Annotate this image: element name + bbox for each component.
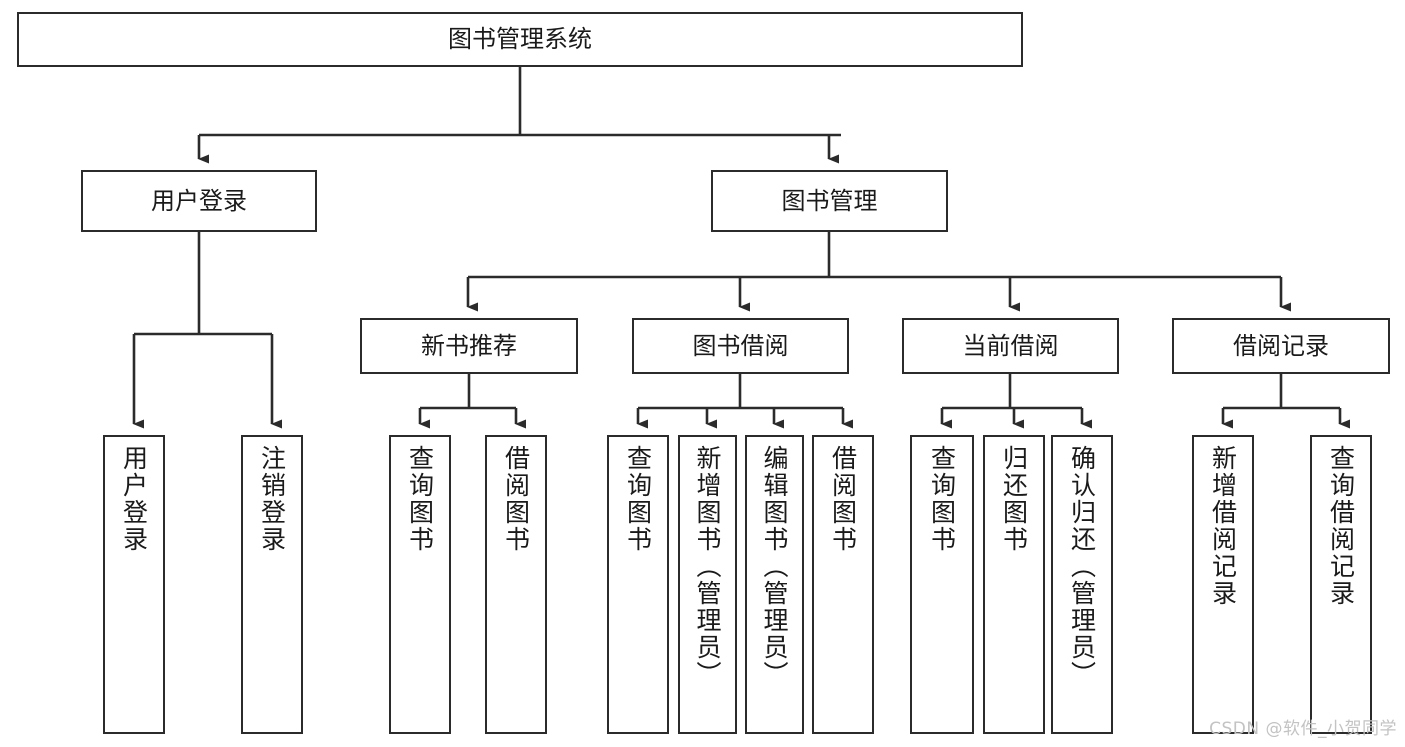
node-leaf-borrow-book-1-label: 借阅图书 bbox=[501, 445, 531, 553]
node-leaf-add-record-label: 新增借阅记录 bbox=[1208, 445, 1238, 607]
edge-group-book-manage bbox=[466, 232, 1291, 312]
node-borrow-record[interactable]: 借阅记录 bbox=[1172, 318, 1390, 374]
node-leaf-logout-label: 注销登录 bbox=[257, 445, 287, 553]
node-leaf-borrow-book-2-label: 借阅图书 bbox=[828, 445, 858, 553]
node-user-login-label: 用户登录 bbox=[151, 186, 247, 215]
node-leaf-query-book-2-label: 查询图书 bbox=[623, 445, 653, 553]
node-leaf-query-book-3-label: 查询图书 bbox=[927, 445, 957, 553]
node-leaf-borrow-book-2[interactable]: 借阅图书 bbox=[812, 435, 874, 734]
node-leaf-query-record[interactable]: 查询借阅记录 bbox=[1310, 435, 1372, 734]
node-leaf-query-book-1-label: 查询图书 bbox=[405, 445, 435, 553]
node-borrow-record-label: 借阅记录 bbox=[1233, 331, 1329, 360]
csdn-watermark: CSDN @软件_小贺同学 bbox=[1209, 719, 1397, 739]
node-current-borrow-label: 当前借阅 bbox=[962, 331, 1059, 360]
node-leaf-add-record[interactable]: 新增借阅记录 bbox=[1192, 435, 1254, 734]
node-leaf-confirm-return-label: 确认归还（管理员） bbox=[1067, 445, 1097, 688]
node-book-borrow[interactable]: 图书借阅 bbox=[632, 318, 849, 374]
node-leaf-user-login-label: 用户登录 bbox=[119, 445, 149, 553]
node-leaf-logout[interactable]: 注销登录 bbox=[241, 435, 303, 734]
edge-group-new-book-rec bbox=[418, 374, 526, 429]
node-new-book-recommend-label: 新书推荐 bbox=[421, 331, 517, 360]
node-leaf-edit-book-label: 编辑图书（管理员） bbox=[760, 445, 789, 688]
node-leaf-query-book-3[interactable]: 查询图书 bbox=[910, 435, 974, 734]
node-current-borrow[interactable]: 当前借阅 bbox=[902, 318, 1119, 374]
node-user-login[interactable]: 用户登录 bbox=[81, 170, 317, 232]
node-leaf-add-book-label: 新增图书（管理员） bbox=[693, 445, 722, 688]
node-new-book-recommend[interactable]: 新书推荐 bbox=[360, 318, 578, 374]
node-leaf-add-book[interactable]: 新增图书（管理员） bbox=[678, 435, 737, 734]
node-root[interactable]: 图书管理系统 bbox=[17, 12, 1023, 67]
node-leaf-return-book-label: 归还图书 bbox=[999, 445, 1029, 553]
node-leaf-edit-book[interactable]: 编辑图书（管理员） bbox=[745, 435, 804, 734]
node-book-manage-label: 图书管理 bbox=[781, 186, 878, 215]
node-leaf-confirm-return[interactable]: 确认归还（管理员） bbox=[1051, 435, 1113, 734]
node-leaf-return-book[interactable]: 归还图书 bbox=[983, 435, 1045, 734]
edge-group-user-login bbox=[132, 232, 282, 429]
node-leaf-query-book-1[interactable]: 查询图书 bbox=[389, 435, 451, 734]
node-book-borrow-label: 图书借阅 bbox=[692, 331, 789, 360]
edge-group-current-borrow bbox=[940, 374, 1092, 429]
node-leaf-borrow-book-1[interactable]: 借阅图书 bbox=[485, 435, 547, 734]
node-root-label: 图书管理系统 bbox=[448, 25, 592, 54]
edge-group-book-borrow bbox=[636, 374, 853, 429]
node-leaf-query-record-label: 查询借阅记录 bbox=[1326, 445, 1356, 607]
node-book-manage[interactable]: 图书管理 bbox=[711, 170, 948, 232]
edge-group-root bbox=[197, 67, 841, 164]
edge-group-borrow-record bbox=[1221, 374, 1350, 429]
node-leaf-user-login[interactable]: 用户登录 bbox=[103, 435, 165, 734]
node-leaf-query-book-2[interactable]: 查询图书 bbox=[607, 435, 669, 734]
